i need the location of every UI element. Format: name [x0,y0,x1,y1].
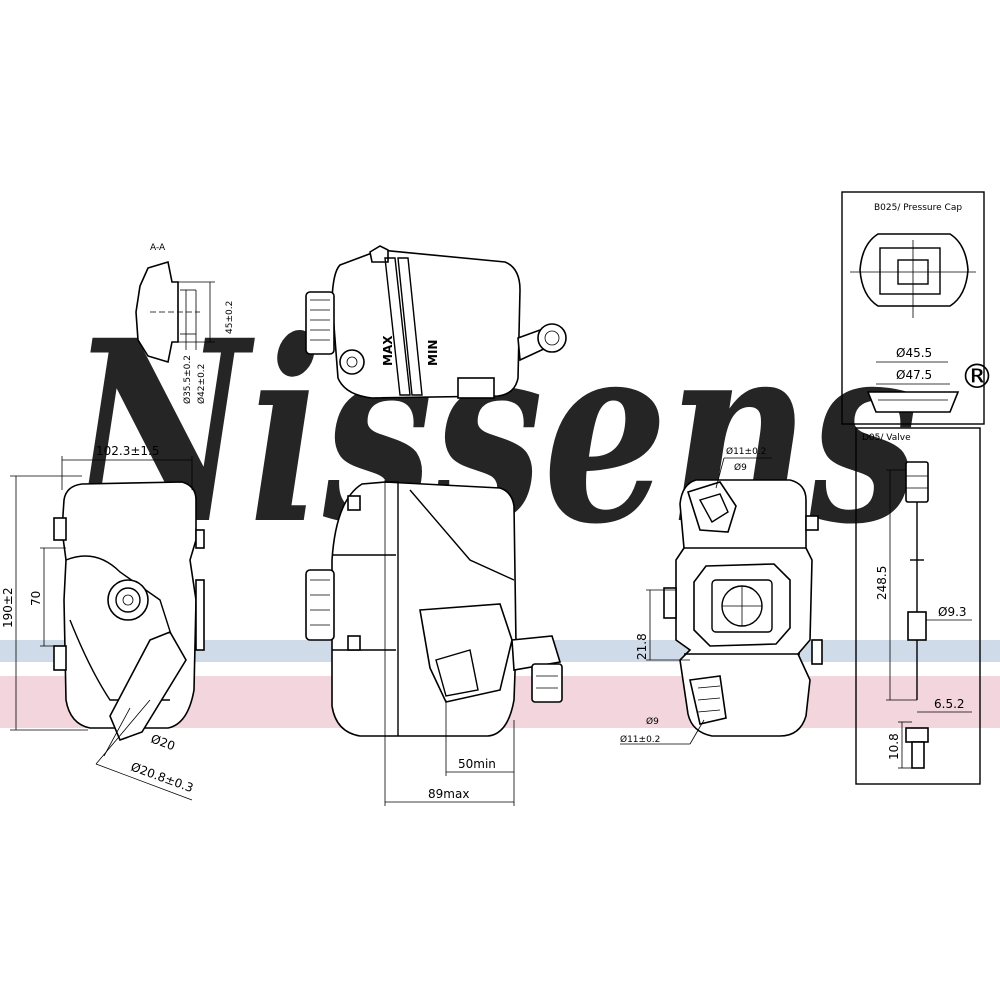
tank-back-view: Ø11±0.2 Ø9 21.8 Ø9 Ø11±0.2 [620,446,823,745]
dim-50-min: 50min [458,757,496,771]
cap-dim-45-5: Ø45.5 [896,346,932,360]
tank-isometric-view: MAX MIN [305,245,567,399]
tank-front-view: 102.3±1.5 190±2 70 Ø20 Ø20.8±0.3 [1,444,205,801]
max-mark: MAX [381,335,395,366]
registered-mark: ® [960,357,994,397]
valve-dim-248-5: 248.5 [875,566,889,600]
valve-panel: D05/ Valve 248.5 Ø9.3 6.5.2 10.8 [855,427,981,785]
valve-dim-9-3: Ø9.3 [938,605,967,619]
dim-42: Ø42±0.2 [196,364,207,404]
min-mark: MIN [426,340,440,366]
pressure-cap-title: B025/ Pressure Cap [874,203,962,213]
valve-dim-10-8: 10.8 [887,733,901,760]
section-aa-view: A-A 45±0.2 Ø35.5±0.2 Ø42±0.2 [135,243,235,404]
dim-35-5: Ø35.5±0.2 [182,355,193,404]
dim-11-bot: Ø11±0.2 [620,734,660,745]
dim-20: Ø20 [149,732,177,754]
dim-102-3: 102.3±1.5 [96,444,160,458]
cap-dim-47-5: Ø47.5 [896,368,932,382]
tank-side-view: 50min 89max [305,480,563,806]
dim-45: 45±0.2 [225,301,235,334]
dim-70: 70 [29,591,43,606]
dim-9-bot: Ø9 [646,716,659,727]
pressure-cap-panel: B025/ Pressure Cap Ø45.5 Ø47.5 [841,191,985,425]
dim-9-top: Ø9 [734,462,747,473]
valve-title: D05/ Valve [862,433,911,443]
section-marker: A-A [150,243,166,253]
dim-21-8: 21.8 [635,633,649,660]
dim-190: 190±2 [1,587,15,628]
valve-dim-6-5-2: 6.5.2 [934,697,965,711]
dim-11-top: Ø11±0.2 [726,446,766,457]
dim-20-8: Ø20.8±0.3 [129,760,195,795]
dim-89-max: 89max [428,787,469,801]
